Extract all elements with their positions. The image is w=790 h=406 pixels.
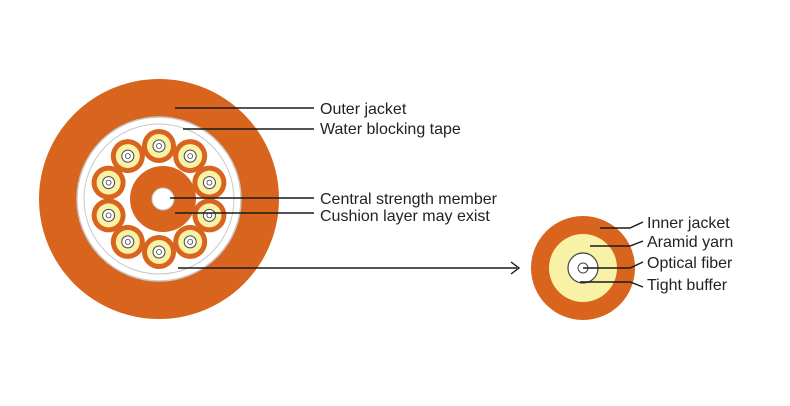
sub-unit	[110, 139, 145, 174]
label-optical-fiber: Optical fiber	[647, 255, 733, 272]
main-cable-leaders	[170, 107, 521, 275]
sub-unit-layer	[187, 153, 194, 160]
label-aramid-yarn: Aramid yarn	[647, 234, 733, 251]
label-central-strength-member: Central strength member	[320, 191, 498, 208]
sub-unit-layer	[206, 179, 213, 186]
label-outer-jacket: Outer jacket	[320, 101, 407, 118]
sub-unit	[173, 224, 208, 259]
sub-unit	[91, 165, 126, 200]
sub-unit-layer	[156, 249, 162, 255]
sub-unit-layer	[105, 179, 112, 186]
label-water-blocking-tape: Water blocking tape	[320, 121, 461, 138]
sub-unit-layer	[187, 238, 194, 245]
sub-unit	[142, 129, 176, 163]
sub-unit	[142, 235, 176, 269]
sub-unit-layer	[105, 212, 112, 219]
label-tight-buffer: Tight buffer	[647, 277, 728, 294]
sub-unit	[91, 198, 126, 233]
arrow-head-icon	[510, 261, 521, 275]
main-cable	[39, 79, 279, 319]
central-strength-member-core	[151, 187, 175, 211]
sub-unit-layer	[156, 143, 162, 149]
inner-tape-line	[83, 123, 235, 275]
leader-tight-buffer	[580, 281, 644, 288]
sub-unit-leaders	[580, 221, 644, 288]
leader-inner-jacket	[600, 221, 644, 229]
label-inner-jacket: Inner jacket	[647, 215, 730, 232]
label-cushion-layer: Cushion layer may exist	[320, 208, 490, 225]
sub-unit-layer	[124, 238, 131, 245]
leader-optical-fiber	[583, 261, 644, 269]
leader-aramid-yarn	[590, 240, 644, 247]
sub-unit-layer	[124, 153, 131, 160]
sub-unit	[110, 224, 145, 259]
sub-unit	[173, 139, 208, 174]
sub-unit	[192, 165, 227, 200]
